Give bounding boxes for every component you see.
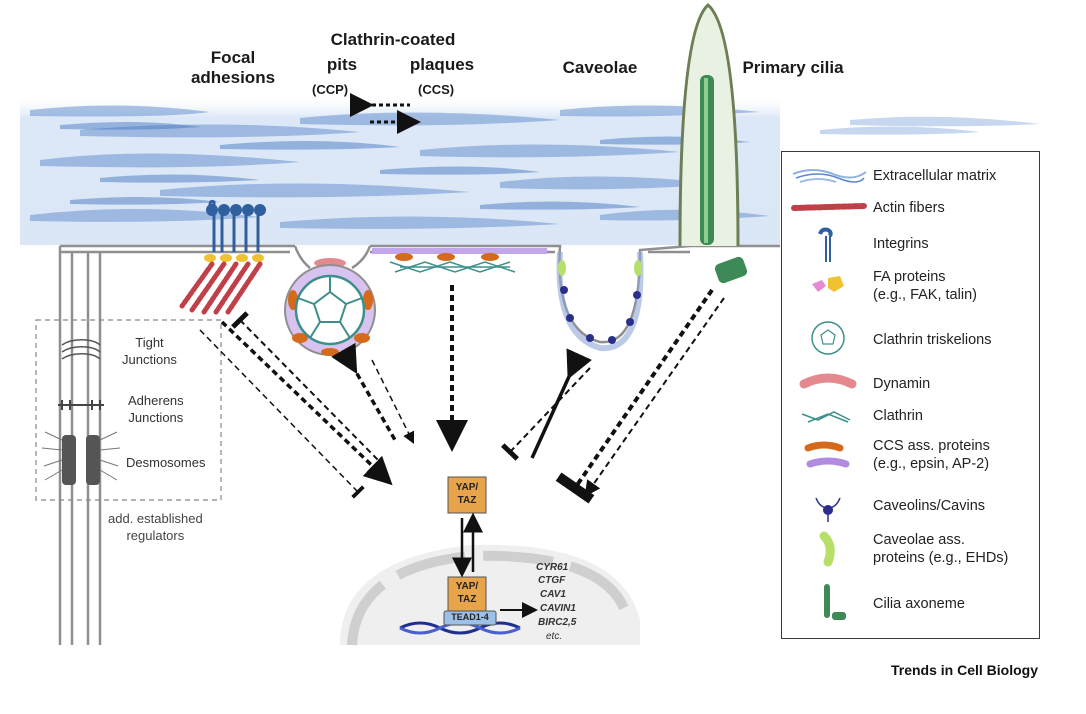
nucleus (340, 544, 640, 646)
clathrin-triskelions-icon (811, 321, 845, 355)
clathrin-icon (801, 411, 851, 423)
signaling-arrows (199, 93, 725, 504)
label-desmosomes: Desmosomes (126, 455, 206, 470)
legend-item: Caveolae ass. proteins (e.g., EHDs) (782, 528, 1039, 568)
adherens-junctions-icon (58, 400, 104, 410)
gene-label: etc. (546, 631, 563, 642)
desmosomes-icon (41, 431, 121, 485)
label-pits: pits (326, 55, 358, 74)
legend-item: Clathrin (782, 398, 1039, 438)
tight-junctions-icon (61, 339, 101, 360)
caveola (556, 251, 644, 352)
journal-credit: Trends in Cell Biology (890, 662, 1038, 678)
focal-adhesion (179, 199, 266, 315)
legend: Extracellular matrix Actin fibers Integr… (781, 151, 1040, 639)
nuclear-shuttle-arrows (452, 512, 483, 578)
clathrin-coated-plaque (372, 248, 547, 273)
legend-item: CCS ass. proteins (e.g., epsin, AP-2) (782, 434, 1039, 474)
label-tight-junctions: Tight Junctions (122, 335, 177, 367)
label-adherens-junctions: Adherens Junctions (128, 393, 184, 425)
legend-item: Integrins (782, 224, 1039, 264)
caveolins-icon (815, 497, 841, 522)
label-plaques: plaques (409, 55, 475, 74)
extracellular-matrix-icon (792, 169, 867, 183)
gene-label: CTGF (538, 575, 566, 586)
legend-item: Clathrin triskelions (782, 320, 1039, 360)
legend-item: Dynamin (782, 364, 1039, 404)
yap-taz-bottom-label: YAP/ TAZ (455, 581, 479, 605)
actin-fibers-icon (791, 203, 867, 211)
tead-box (443, 610, 497, 626)
yap-taz-cytoplasmic-box (447, 476, 487, 514)
gene-label: CAVIN1 (540, 603, 576, 614)
basal-body (714, 256, 748, 284)
cilia-axoneme-icon (824, 584, 846, 620)
fa-proteins-icon (812, 276, 844, 292)
clathrin-coated-pit (284, 245, 376, 356)
label-primary-cilia: Primary cilia (742, 58, 844, 77)
label-caveolae: Caveolae (562, 58, 638, 77)
gene-label: CYR61 (536, 562, 569, 573)
legend-item: Actin fibers (782, 190, 1039, 230)
label-ccs: (CCS) (418, 82, 455, 97)
tead-label: TEAD1-4 (451, 612, 489, 622)
caveolae-proteins-icon (819, 531, 835, 567)
label-ccp: (CCP) (312, 82, 349, 97)
cell-junctions (35, 319, 222, 501)
legend-item: Caveolins/Cavins (782, 486, 1039, 526)
primary-cilium (678, 3, 748, 284)
yap-taz-top-label: YAP/ TAZ (455, 482, 479, 506)
legend-item: FA proteins (e.g., FAK, talin) (782, 264, 1039, 304)
legend-item: Cilia axoneme (782, 584, 1039, 624)
ccs-proteins-icon (804, 441, 850, 468)
integrins-icon (818, 227, 833, 262)
gene-label: BIRC2,5 (538, 617, 577, 628)
dynamin-icon (799, 373, 857, 389)
label-focal-adhesions: Focal adhesions (190, 48, 276, 87)
label-clathrin-coated: Clathrin-coated (330, 30, 456, 49)
gene-label: CAV1 (540, 589, 566, 600)
legend-item: Extracellular matrix (782, 156, 1039, 196)
label-regulators: add. established regulators (108, 511, 203, 543)
